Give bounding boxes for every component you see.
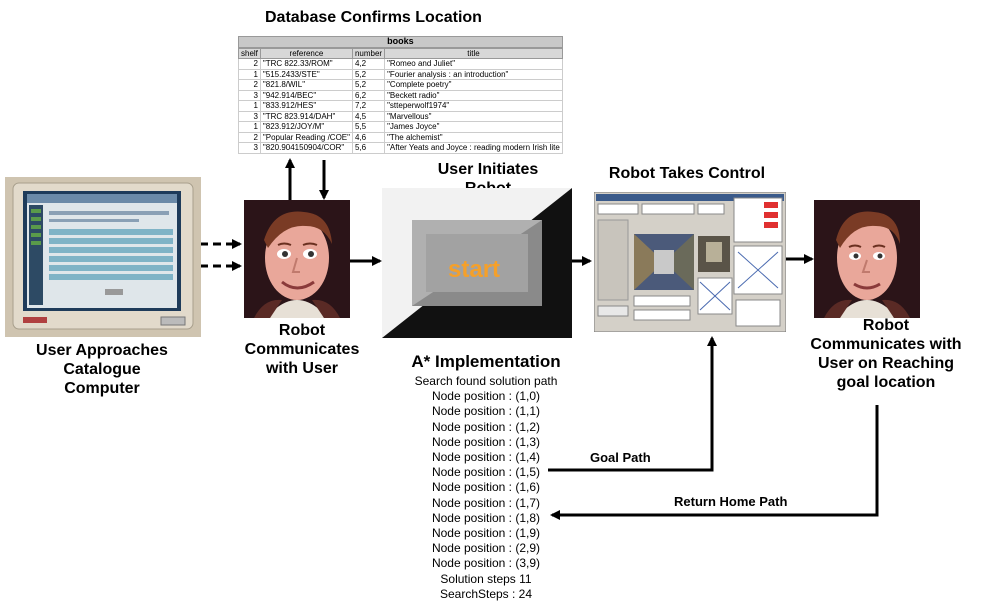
astar-line: Search found solution path: [414, 374, 558, 388]
robot-face-goal-image: [814, 200, 920, 318]
label-line: with User: [265, 360, 338, 377]
books-table-row: 3"942.914/BEC"6,2"Beckett radio": [238, 89, 563, 101]
cell-number: 5,2: [351, 79, 386, 91]
cell-shelf: 2: [238, 131, 261, 143]
astar-line: Solution steps 11: [440, 571, 532, 586]
cell-shelf: 2: [238, 79, 261, 91]
astar-line: Node position : (1,3): [431, 434, 541, 449]
start-button-graphic[interactable]: start: [382, 188, 572, 338]
books-table-row: 3"820.904150904/COR"5,6"After Yeats and …: [238, 142, 563, 154]
cell-reference: "820.904150904/COR": [259, 142, 353, 154]
cell-reference: "821.8/WIL": [259, 79, 353, 91]
cell-number: 4,2: [351, 58, 386, 70]
astar-title: A* Implementation: [411, 352, 561, 371]
cell-number: 5,6: [351, 142, 386, 154]
books-table-row: 3"TRC 823.914/DAH"4,5"Marvellous": [238, 110, 563, 122]
label-line: User on Reaching: [817, 355, 955, 372]
cell-shelf: 1: [238, 121, 261, 133]
books-table-row: 2"Popular Reading /COE"4,6"The alchemist…: [238, 131, 563, 143]
books-table-row: 1"833.912/HES"7,2"stteperwolf1974": [238, 100, 563, 112]
cell-shelf: 2: [238, 58, 261, 70]
books-table-row: 2"TRC 822.33/ROM"4,2"Romeo and Juliet": [238, 58, 563, 70]
cell-shelf: 3: [238, 110, 261, 122]
astar-line: Node position : (1,5): [431, 465, 541, 480]
label-line: User Approaches: [36, 342, 168, 359]
cell-reference: "942.914/BEC": [259, 89, 353, 101]
control-panel-image: [594, 192, 786, 332]
books-table-row: 1"823.912/JOY/M"5,5"James Joyce": [238, 121, 563, 133]
cell-title: "Fourier analysis : an introduction": [384, 68, 563, 80]
astar-line: Node position : (1,9): [431, 526, 541, 541]
label-line: Communicates with: [810, 336, 962, 353]
label-user-approaches: User Approaches Catalogue Computer: [2, 341, 202, 398]
header-number: number: [351, 47, 386, 59]
robot-face-image: [244, 200, 350, 318]
astar-line: Node position : (1,1): [431, 404, 541, 419]
cell-number: 5,5: [351, 121, 386, 133]
books-table-header-row: shelf reference number title: [238, 47, 563, 59]
goal-path-label: Goal Path: [590, 450, 651, 465]
label-robot-communicates: Robot Communicates with User: [232, 321, 372, 378]
label-line: goal location: [836, 374, 936, 391]
cell-reference: "515.2433/STE": [259, 68, 353, 80]
cell-shelf: 1: [238, 100, 261, 112]
cell-reference: "TRC 823.914/DAH": [259, 110, 353, 122]
return-home-path-label: Return Home Path: [674, 494, 788, 509]
label-line: Communicates: [244, 341, 360, 358]
header-title: title: [384, 47, 563, 59]
cell-title: "After Yeats and Joyce : reading modern …: [384, 142, 563, 154]
label-line: User Initiates: [437, 161, 539, 178]
return-home-path-arrow: [550, 405, 879, 520]
books-table-caption: books: [238, 36, 563, 48]
cell-number: 4,5: [351, 110, 386, 122]
books-table-body: 2"TRC 822.33/ROM"4,2"Romeo and Juliet"1"…: [238, 58, 563, 154]
label-robot-takes-control: Robot Takes Control: [608, 165, 766, 182]
label-robot-goal: Robot Communicates with User on Reaching…: [788, 316, 984, 392]
label-line: Robot: [278, 322, 326, 339]
cell-number: 5,2: [351, 68, 386, 80]
cell-number: 6,2: [351, 89, 386, 101]
cell-reference: "Popular Reading /COE": [259, 131, 353, 143]
cell-shelf: 1: [238, 68, 261, 80]
label-line: Catalogue: [63, 361, 141, 378]
cell-reference: "823.912/JOY/M": [259, 121, 353, 133]
cell-reference: "TRC 822.33/ROM": [259, 58, 353, 70]
astar-line: Node position : (1,4): [431, 450, 541, 465]
cell-number: 4,6: [351, 131, 386, 143]
cell-title: "The alchemist": [384, 131, 563, 143]
cell-shelf: 3: [238, 142, 261, 154]
cell-title: "Beckett radio": [384, 89, 563, 101]
label-line: Computer: [64, 380, 140, 397]
cell-reference: "833.912/HES": [259, 100, 353, 112]
cell-title: "James Joyce": [384, 121, 563, 133]
start-label[interactable]: start: [448, 256, 500, 283]
header-reference: reference: [259, 47, 353, 59]
cell-title: "Complete poetry": [384, 79, 563, 91]
goal-path-arrow: [548, 336, 717, 472]
astar-line: Node position : (3,9): [431, 556, 541, 571]
label-line: Robot: [862, 317, 910, 334]
astar-line: Node position : (2,9): [431, 541, 541, 556]
cell-title: "stteperwolf1974": [384, 100, 563, 112]
books-table-row: 1"515.2433/STE"5,2"Fourier analysis : an…: [238, 68, 563, 80]
astar-line: Node position : (1,7): [431, 495, 541, 510]
books-table: books shelf reference number title 2"TRC…: [238, 36, 563, 154]
astar-line: Node position : (1,6): [431, 480, 541, 495]
db-title: Database Confirms Location: [265, 9, 482, 26]
astar-line: Node position : (1,2): [431, 419, 541, 434]
cell-title: "Romeo and Juliet": [384, 58, 563, 70]
cell-shelf: 3: [238, 89, 261, 101]
astar-line: Node position : (1,8): [431, 510, 541, 525]
catalogue-computer-image: [5, 177, 201, 337]
cell-number: 7,2: [351, 100, 386, 112]
books-table-row: 2"821.8/WIL"5,2"Complete poetry": [238, 79, 563, 91]
astar-line: SearchSteps : 24: [439, 586, 533, 601]
header-shelf: shelf: [238, 47, 261, 59]
cell-title: "Marvellous": [384, 110, 563, 122]
astar-line: Node position : (1,0): [431, 389, 541, 404]
